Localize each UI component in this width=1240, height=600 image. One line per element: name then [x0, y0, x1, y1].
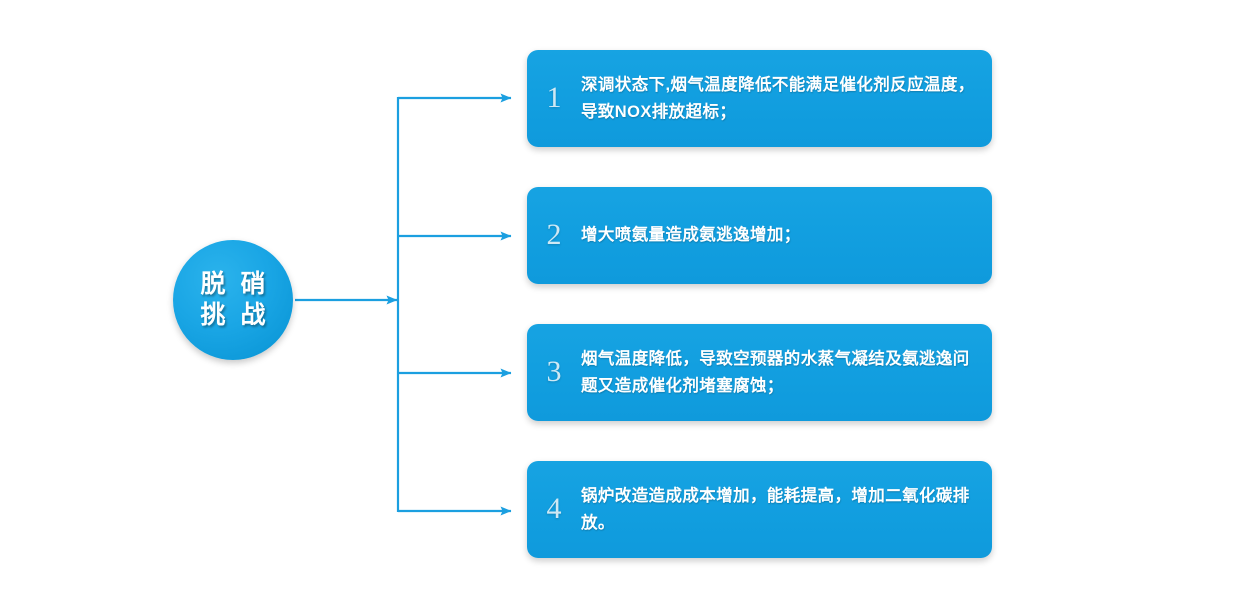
hub-label-line-2: 挑 战 [200, 301, 270, 329]
challenge-box-3[interactable]: 3 烟气温度降低，导致空预器的水蒸气凝结及氨逃逸问题又造成催化剂堵塞腐蚀； [527, 324, 992, 421]
challenge-text-4: 锅炉改造造成成本增加，能耗提高，增加二氧化碳排放。 [581, 487, 970, 532]
hub-label-line-1: 脱 硝 [200, 269, 270, 298]
challenge-box-2[interactable]: 2 增大喷氨量造成氨逃逸增加； [527, 187, 992, 284]
challenge-box-4[interactable]: 4 锅炉改造造成成本增加，能耗提高，增加二氧化碳排放。 [527, 461, 992, 558]
challenge-number-2: 2 [546, 217, 562, 251]
challenge-number-4: 4 [546, 491, 562, 525]
challenge-text-3: 烟气温度降低，导致空预器的水蒸气凝结及氨逃逸问题又造成催化剂堵塞腐蚀； [581, 350, 970, 395]
challenge-number-3: 3 [546, 354, 562, 388]
hub-circle[interactable]: 脱 硝 挑 战 [173, 240, 293, 360]
challenge-box-1[interactable]: 1 深调状态下,烟气温度降低不能满足催化剂反应温度，导致NOX排放超标； [527, 50, 992, 147]
challenge-number-1: 1 [546, 80, 562, 114]
challenge-text-1: 深调状态下,烟气温度降低不能满足催化剂反应温度，导致NOX排放超标； [581, 76, 975, 121]
challenge-text-2: 增大喷氨量造成氨逃逸增加； [581, 226, 801, 245]
